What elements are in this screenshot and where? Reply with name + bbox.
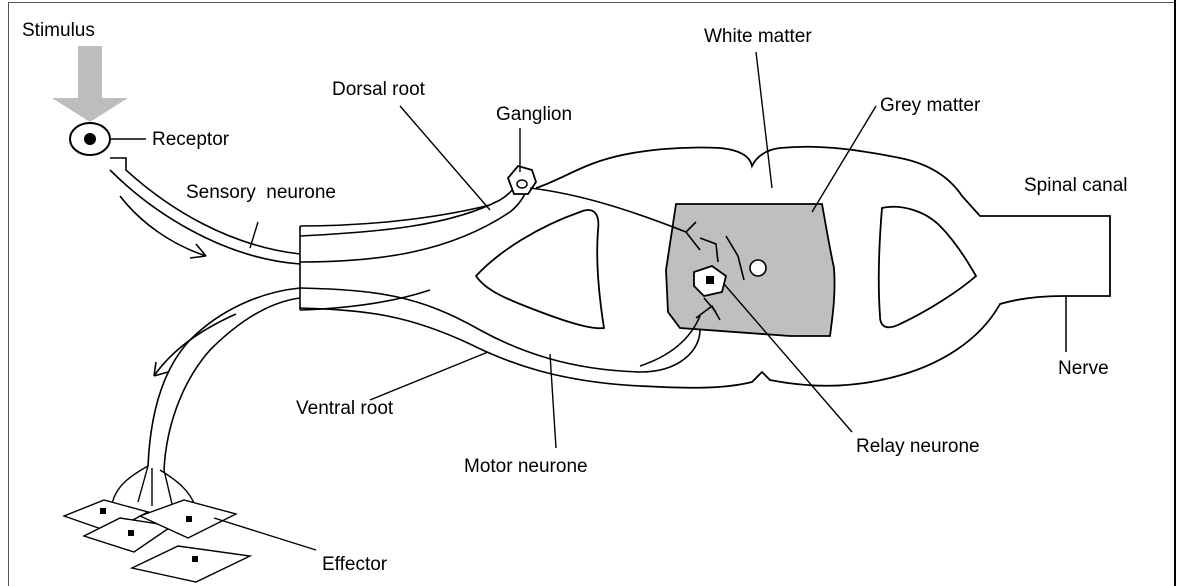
label-white-matter: White matter xyxy=(704,26,812,47)
white-matter-left-cavity xyxy=(476,210,604,328)
label-grey-matter: Grey matter xyxy=(880,95,981,116)
effector-cell-4 xyxy=(132,546,250,582)
effector-nucleus-3 xyxy=(186,516,192,522)
relay-neurone-nucleus xyxy=(706,276,714,284)
label-motor-neurone: Motor neurone xyxy=(464,456,588,477)
effector-leader xyxy=(214,518,316,550)
effector-nucleus-1 xyxy=(100,508,106,514)
stimulus-arrow xyxy=(52,46,128,122)
label-nerve: Nerve xyxy=(1058,358,1109,379)
ganglion-nucleus xyxy=(517,180,527,188)
nerve-left-box xyxy=(300,205,490,310)
label-receptor: Receptor xyxy=(152,129,230,150)
motor-direction-arrow xyxy=(154,314,236,376)
motor-neurone-inner xyxy=(164,298,300,470)
label-relay-neurone: Relay neurone xyxy=(856,436,980,457)
label-dorsal-root: Dorsal root xyxy=(332,79,426,100)
label-ganglion: Ganglion xyxy=(496,104,572,125)
spinal-canal xyxy=(750,260,766,276)
white-matter-right-cavity xyxy=(879,207,976,327)
motor-neurone-outer xyxy=(148,288,300,466)
grey-matter-leader xyxy=(812,106,876,212)
label-spinal-canal: Spinal canal xyxy=(1024,175,1128,196)
sensory-neurone-outer xyxy=(110,158,300,254)
receptor-nucleus xyxy=(84,133,96,145)
ventral-root-upper xyxy=(300,288,700,372)
dorsal-root-leader xyxy=(400,106,490,210)
label-sensory-neurone: Sensory neurone xyxy=(186,182,336,203)
effector-nucleus-2 xyxy=(128,530,134,536)
label-ventral-root: Ventral root xyxy=(296,398,394,419)
label-stimulus: Stimulus xyxy=(22,20,95,41)
ventral-root-leader xyxy=(370,352,488,400)
effector-nucleus-4 xyxy=(192,556,198,562)
sensory-direction-arrow xyxy=(120,196,206,258)
white-matter-leader xyxy=(756,52,772,188)
label-effector: Effector xyxy=(322,554,388,575)
motor-neurone-leader xyxy=(550,354,556,448)
